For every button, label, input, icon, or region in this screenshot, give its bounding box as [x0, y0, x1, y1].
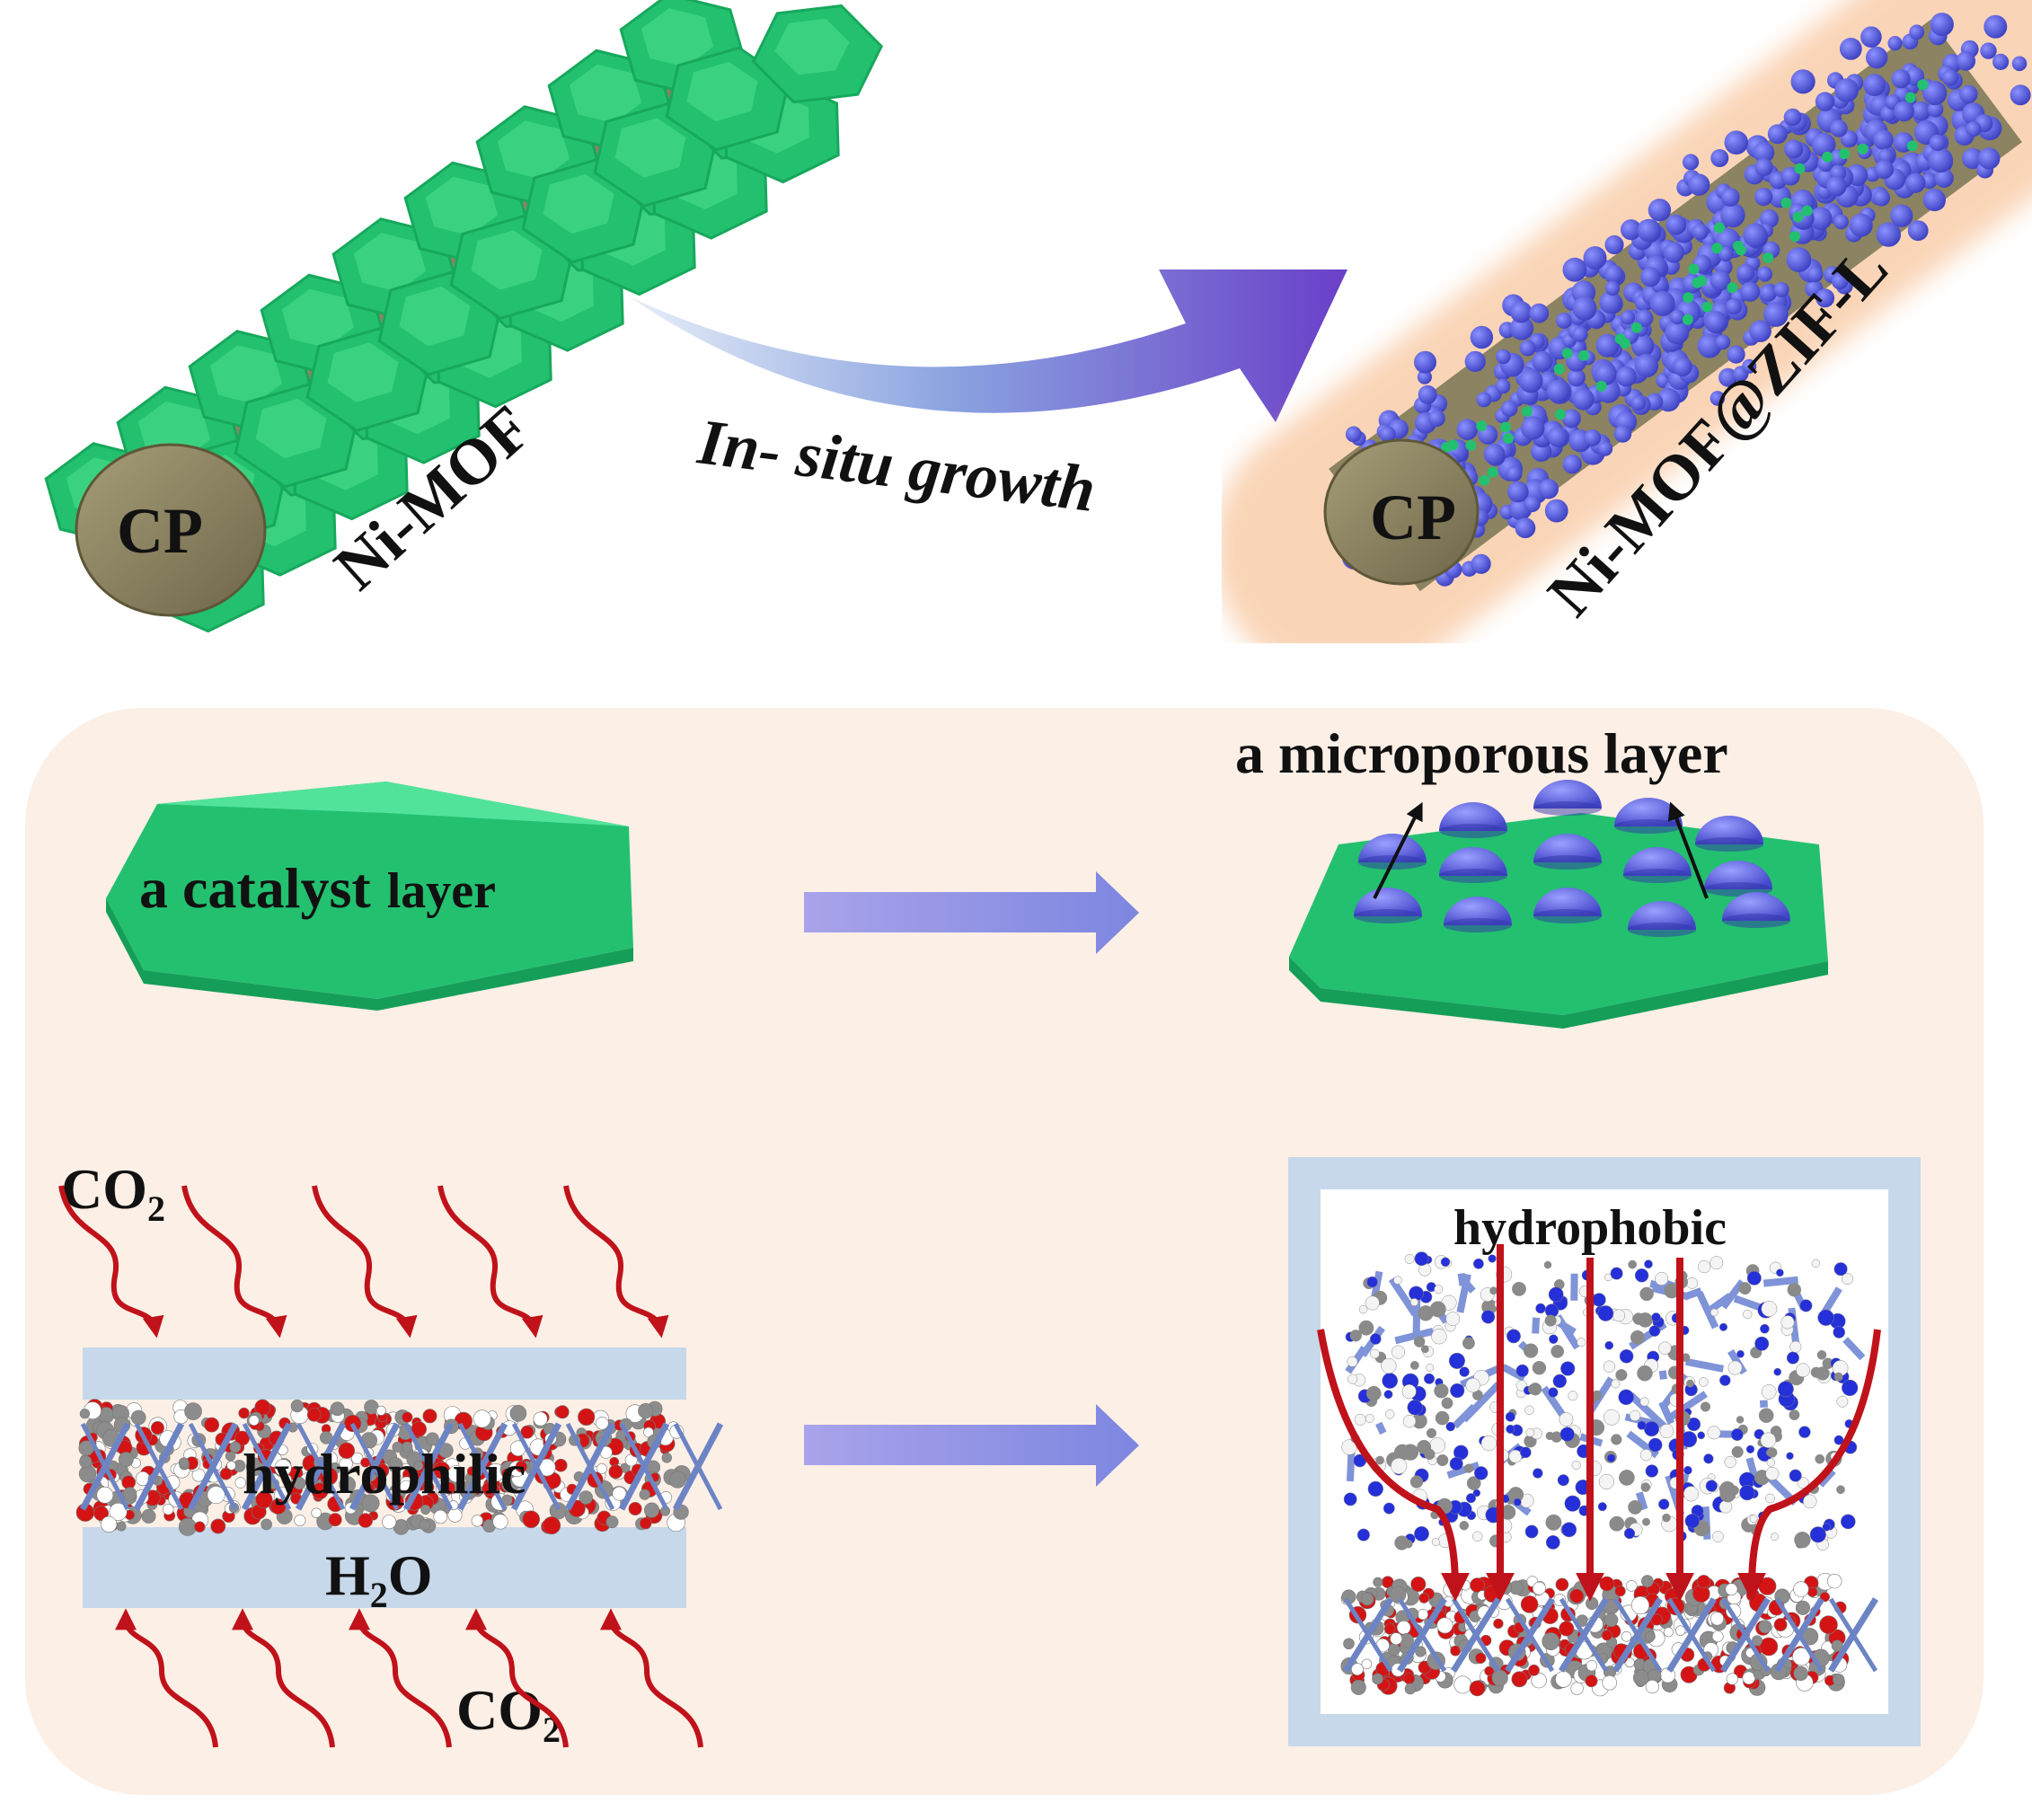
co2-diffusion-arrows: [58, 1185, 703, 1748]
cp-label-right: CP: [1370, 482, 1456, 553]
pointer-arrow-right: [1667, 801, 1709, 899]
hydrophilic-framework: [75, 1399, 724, 1536]
growth-label: In- situ growth: [694, 405, 1100, 526]
pointer-arrow-left: [1373, 801, 1423, 899]
water-film-bottom: [83, 1527, 686, 1608]
cp-end-right: [1323, 438, 1480, 586]
ni-mof-rod: CP Ni-MOF: [44, 0, 884, 633]
hydrophobic-frame: [1288, 1157, 1921, 1746]
hydrophobic-label: hydrophobic: [1453, 1200, 1727, 1256]
catalyst-framework: [1340, 1572, 1878, 1697]
hydrophobic-layer: hydrophobic: [1288, 1157, 1921, 1746]
catalyst-label: a catalyst layer: [139, 856, 496, 920]
co2-channel-arrows: [1317, 1244, 1881, 1602]
hydrophilic-layer: hydrophilic H2O CO2 CO2: [58, 1157, 724, 1750]
ni-mof-zif-rod: CP Ni-MOF@ZIF-L: [1213, 0, 2032, 683]
transform-arrow-2: [804, 1404, 1139, 1487]
microporous-layer-plate: a microporous layer: [1235, 721, 1828, 1029]
zif-domes: [1354, 780, 1790, 937]
microporous-label: a microporous layer: [1235, 721, 1728, 785]
co2-label-top: CO2: [61, 1157, 165, 1229]
hydrophilic-label: hydrophilic: [243, 1442, 526, 1506]
water-film-top: [83, 1347, 686, 1400]
water-label: H2O: [325, 1543, 433, 1615]
catalyst-layer-plate: a catalyst layer: [106, 782, 633, 1011]
cp-end-left: [75, 443, 267, 617]
transform-arrow-1: [804, 871, 1139, 954]
cp-label-left: CP: [117, 495, 203, 567]
